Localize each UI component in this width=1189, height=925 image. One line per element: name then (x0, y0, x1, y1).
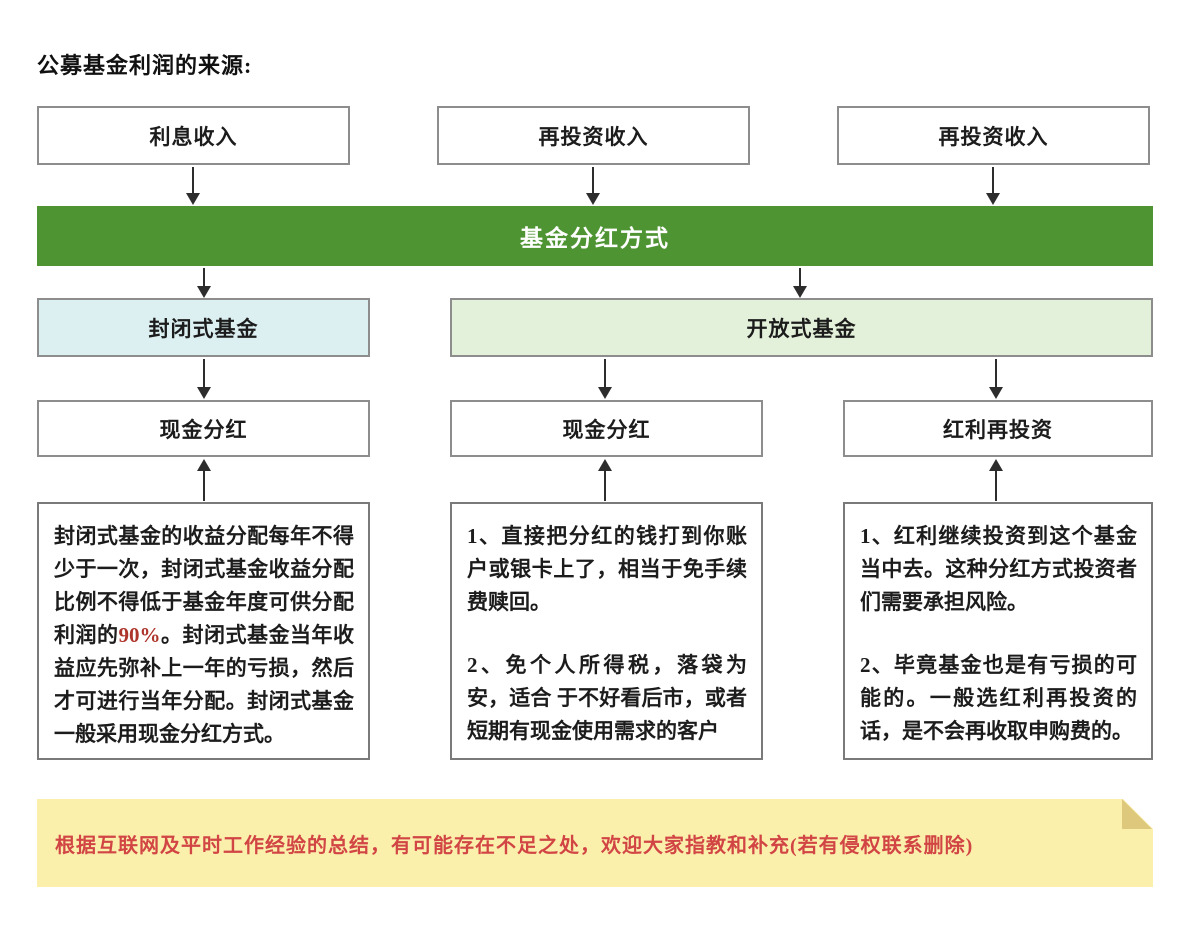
banner-label: 基金分红方式 (520, 226, 670, 251)
arrow-down-icon (197, 268, 211, 298)
footer-note-text: 根据互联网及平时工作经验的总结，有可能存在不足之处，欢迎大家指教和补充(若有侵权… (55, 834, 974, 857)
desc-closed-fund: 封闭式基金的收益分配每年不得少于一次，封闭式基金收益分配比例不得低于基金年度可供… (37, 502, 370, 760)
desc-open-cash: 1、直接把分红的钱打到你账户或银卡上了，相当于免手续费赎回。 2、免个人所得税，… (450, 502, 763, 760)
arrow-down-icon (586, 167, 600, 205)
source-label: 利息收入 (149, 124, 238, 149)
desc-paragraph: 1、红利继续投资到这个基金当中去。这种分红方式投资者们需要承担风险。 (860, 524, 1137, 614)
banner-dividend-method: 基金分红方式 (37, 206, 1153, 266)
source-box-reinvest-1: 再投资收入 (437, 106, 750, 165)
method-label: 红利再投资 (943, 417, 1053, 442)
method-label: 现金分红 (562, 417, 651, 442)
page-title: 公募基金利润的来源: (37, 53, 253, 78)
source-label: 再投资收入 (538, 124, 649, 149)
desc-paragraph: 1、直接把分红的钱打到你账户或银卡上了，相当于免手续费赎回。 (467, 524, 747, 614)
arrow-up-icon (598, 459, 612, 501)
desc-open-reinvest: 1、红利继续投资到这个基金当中去。这种分红方式投资者们需要承担风险。 2、毕竟基… (843, 502, 1153, 760)
arrow-down-icon (598, 359, 612, 399)
arrow-up-icon (197, 459, 211, 501)
desc-paragraph: 封闭式基金的收益分配每年不得少于一次，封闭式基金收益分配比例不得低于基金年度可供… (54, 520, 354, 751)
source-box-reinvest-2: 再投资收入 (837, 106, 1150, 165)
arrow-up-icon (989, 459, 1003, 501)
footer-note: 根据互联网及平时工作经验的总结，有可能存在不足之处，欢迎大家指教和补充(若有侵权… (37, 799, 1153, 887)
method-box-reinvest: 红利再投资 (843, 400, 1153, 457)
arrow-down-icon (793, 268, 807, 298)
desc-highlight: 90% (118, 623, 161, 647)
method-box-cash-open: 现金分红 (450, 400, 763, 457)
arrow-down-icon (989, 359, 1003, 399)
fund-type-label: 开放式基金 (746, 316, 857, 341)
source-label: 再投资收入 (938, 124, 1049, 149)
fund-type-label: 封闭式基金 (148, 316, 259, 341)
method-label: 现金分红 (159, 417, 248, 442)
method-box-cash-closed: 现金分红 (37, 400, 370, 457)
arrow-down-icon (186, 167, 200, 205)
desc-text: 。封闭式基金当年收益应先弥补上一年的亏损，然后才可进行当年分配。封闭式基金一般采… (54, 623, 354, 746)
arrow-down-icon (197, 359, 211, 399)
arrow-down-icon (986, 167, 1000, 205)
desc-paragraph: 2、毕竟基金也是有亏损的可能的。一般选红利再投资的话，是不会再收取申购费的。 (860, 653, 1137, 743)
desc-text: 封闭式基金的收益分配每年不得少于一次，封闭式基金收益分配比例不得低于基金年度可供… (54, 524, 354, 647)
desc-paragraph: 2、免个人所得税，落袋为安，适合 于不好看后市，或者短期有现金使用需求的客户 (467, 653, 747, 743)
fund-type-open: 开放式基金 (450, 298, 1153, 357)
fund-type-closed: 封闭式基金 (37, 298, 370, 357)
note-folded-corner-icon (1122, 799, 1152, 829)
source-box-interest: 利息收入 (37, 106, 350, 165)
